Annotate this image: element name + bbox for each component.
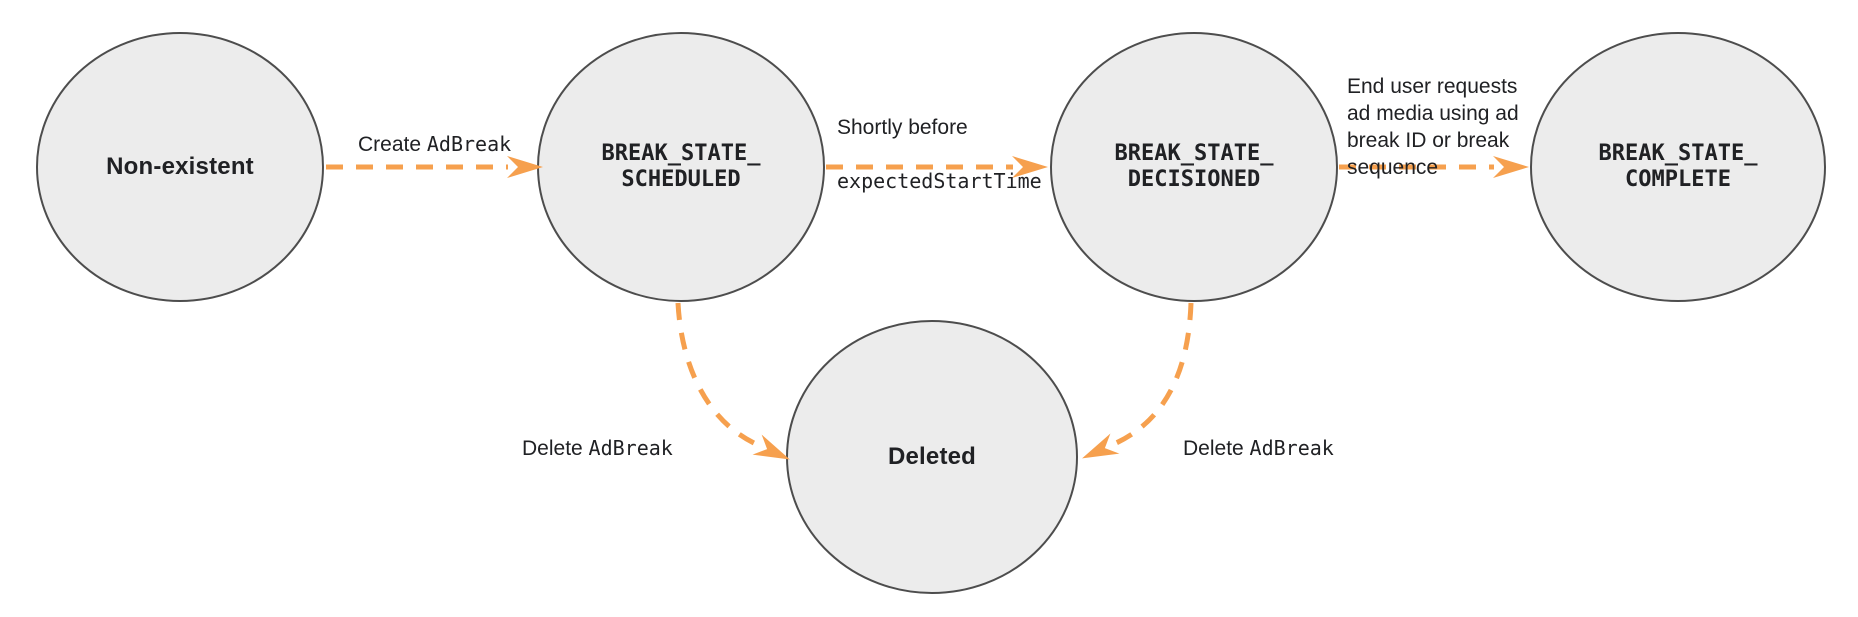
- transition-label-text: Create: [358, 133, 427, 156]
- transition-label-code: AdBreak: [588, 436, 673, 460]
- state-circle-break-state-decisioned: [1050, 32, 1338, 302]
- state-label-break-state-scheduled: BREAK_STATE_ SCHEDULED: [601, 141, 761, 192]
- state-label-deleted: Deleted: [887, 443, 977, 470]
- transition-label-delete-from-scheduled: Delete AdBreak: [522, 408, 673, 462]
- state-circle-break-state-complete: [1530, 32, 1826, 302]
- transition-label-text: End user requests ad media using ad brea…: [1347, 75, 1519, 179]
- transition-label-delete-from-decisioned: Delete AdBreak: [1183, 408, 1334, 462]
- transition-label-code: AdBreak: [1249, 436, 1334, 460]
- transition-label-text: Delete: [522, 437, 589, 460]
- transition-label-code: AdBreak: [426, 132, 512, 156]
- transition-arrow-delete-from-scheduled: [675, 302, 790, 460]
- state-label-break-state-decisioned: BREAK_STATE_ DECISIONED: [1114, 141, 1274, 192]
- transition-label-text: Delete: [1183, 437, 1250, 460]
- transition-label-end-user-requests: End user requests ad media using ad brea…: [1347, 46, 1519, 181]
- state-label-non-existent: Non-existent: [106, 153, 254, 180]
- transition-arrow-delete-from-decisioned: [1082, 302, 1194, 459]
- transition-label-code: expectedStartTime: [837, 169, 1042, 193]
- transition-label-shortly-before-start: Shortly before expectedStartTime: [837, 87, 1042, 222]
- transition-label-text: Shortly before: [837, 116, 968, 139]
- state-circle-non-existent: [36, 32, 324, 302]
- transition-label-create-adbreak: Create AdBreak: [358, 104, 511, 158]
- state-label-break-state-complete: BREAK_STATE_ COMPLETE: [1598, 141, 1758, 192]
